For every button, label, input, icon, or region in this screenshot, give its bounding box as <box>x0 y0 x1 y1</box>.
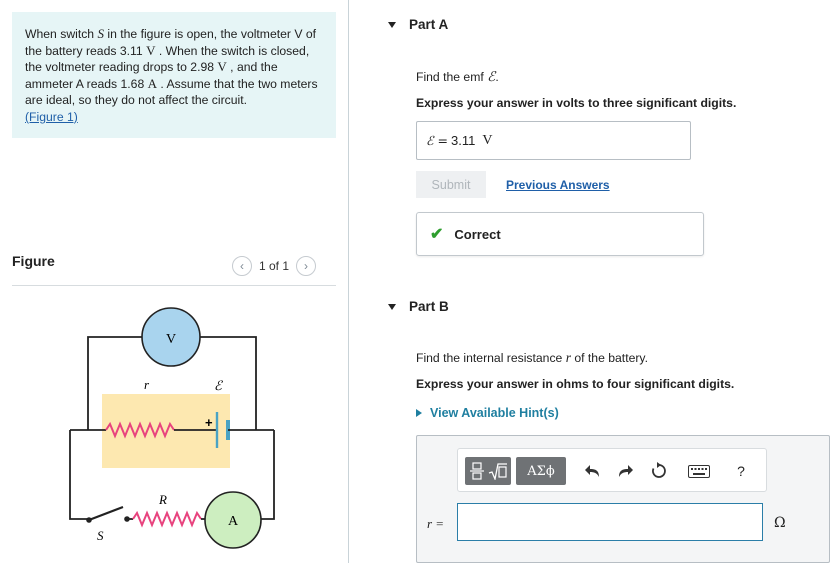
part-b-question: Find the internal resistance r of the ba… <box>416 350 648 366</box>
unit-volts-1: V <box>146 42 156 58</box>
help-button[interactable]: ? <box>737 463 745 479</box>
part-a-answer-field[interactable]: ℰ = 3.11 V <box>416 121 691 160</box>
part-b-title: Part B <box>409 299 449 314</box>
resistor-label: R <box>158 492 167 507</box>
figure-link[interactable]: (Figure 1) <box>25 109 78 124</box>
ohm-unit: Ω <box>774 515 786 531</box>
switch-label: S <box>97 528 104 543</box>
left-panel: When switch S in the figure is open, the… <box>0 0 348 563</box>
part-a-header[interactable]: Part A <box>388 17 448 32</box>
figure-title: Figure <box>12 253 55 269</box>
redo-icon[interactable] <box>614 460 636 482</box>
voltmeter-label: V <box>166 332 176 347</box>
view-hints-link[interactable]: View Available Hint(s) <box>416 406 559 420</box>
emf-label: ℰ <box>214 379 223 394</box>
previous-answers-link[interactable]: Previous Answers <box>506 178 610 192</box>
problem-text-3: . When the switch is closed, the voltmet… <box>25 43 310 75</box>
problem-statement: When switch S in the figure is open, the… <box>12 12 336 138</box>
collapse-triangle-icon <box>388 303 396 310</box>
undo-icon[interactable] <box>582 460 604 482</box>
sqrt-template-icon <box>488 463 507 480</box>
outer-wire-left <box>69 430 87 520</box>
circuit-diagram: V r ℰ + A R S <box>69 307 275 549</box>
fraction-template-icon <box>469 462 484 480</box>
unit-volts-2: V <box>217 59 227 75</box>
problem-text-2: in the figure is open, the voltmeter V o… <box>25 27 317 58</box>
figure-pager: ‹ 1 of 1 › <box>232 256 317 276</box>
switch-icon <box>88 505 124 522</box>
hint-label: View Available Hint(s) <box>430 406 559 420</box>
part-a-question-text: Find the emf <box>416 70 488 84</box>
part-b-instruction: Express your answer in ohms to four sign… <box>416 377 735 391</box>
voltmeter-icon <box>141 307 201 367</box>
internal-resistance-icon <box>105 421 175 439</box>
part-a-title: Part A <box>409 17 449 32</box>
voltmeter-wire-right <box>196 336 257 430</box>
answer-value: 3.11 <box>451 133 476 148</box>
part-a-instruction: Express your answer in volts to three si… <box>416 96 737 110</box>
r-input-label: r = <box>427 516 444 532</box>
plus-sign: + <box>205 415 213 430</box>
voltmeter-wire-left <box>87 336 146 430</box>
switch-variable: S <box>97 26 104 41</box>
pager-text: 1 of 1 <box>259 259 290 273</box>
panel-divider <box>348 0 349 563</box>
internal-resistance-label: r <box>144 377 150 392</box>
r-answer-input[interactable] <box>457 503 763 541</box>
checkmark-icon: ✔ <box>430 226 444 243</box>
part-b-question-text: Find the internal resistance <box>416 351 566 365</box>
ammeter-label: A <box>228 514 239 529</box>
templates-icon[interactable] <box>465 457 511 485</box>
switch-contact-right <box>124 516 130 522</box>
r-input-label-text: r = <box>427 516 445 531</box>
unit-amps: A <box>147 75 158 91</box>
ammeter-icon <box>204 491 262 549</box>
chevron-right-icon[interactable]: › <box>296 256 317 276</box>
math-editor: ΑΣϕ ? r = Ω <box>416 435 830 563</box>
submit-button[interactable]: Submit <box>416 171 486 198</box>
resistor-icon <box>132 510 202 528</box>
expand-triangle-icon <box>416 409 422 417</box>
part-a-question: Find the emf ℰ. <box>416 69 499 85</box>
chevron-left-icon[interactable]: ‹ <box>232 256 252 276</box>
correct-feedback: ✔ Correct <box>416 212 704 256</box>
problem-text-1: When switch <box>25 27 98 41</box>
r-symbol: r <box>565 350 571 365</box>
greek-symbols-button[interactable]: ΑΣϕ <box>516 457 566 485</box>
answer-prefix: ℰ = <box>426 133 449 148</box>
part-b-header[interactable]: Part B <box>388 299 449 314</box>
figure-divider <box>12 285 336 286</box>
correct-label: Correct <box>454 226 501 242</box>
reset-icon[interactable] <box>648 460 670 482</box>
problem-text-4: , and the ammeter A reads 1.68 <box>25 60 278 91</box>
emf-symbol: ℰ <box>487 69 496 85</box>
keyboard-icon[interactable] <box>686 460 712 482</box>
math-toolbar: ΑΣϕ ? <box>457 448 767 492</box>
collapse-triangle-icon <box>388 21 396 28</box>
answer-unit: V <box>482 132 493 148</box>
outer-wire-right <box>261 430 275 520</box>
part-a-question-end: . <box>495 70 499 84</box>
part-b-question-end: of the battery. <box>570 351 648 365</box>
problem-text-5: . Assume that the two meters are ideal, … <box>25 76 318 108</box>
